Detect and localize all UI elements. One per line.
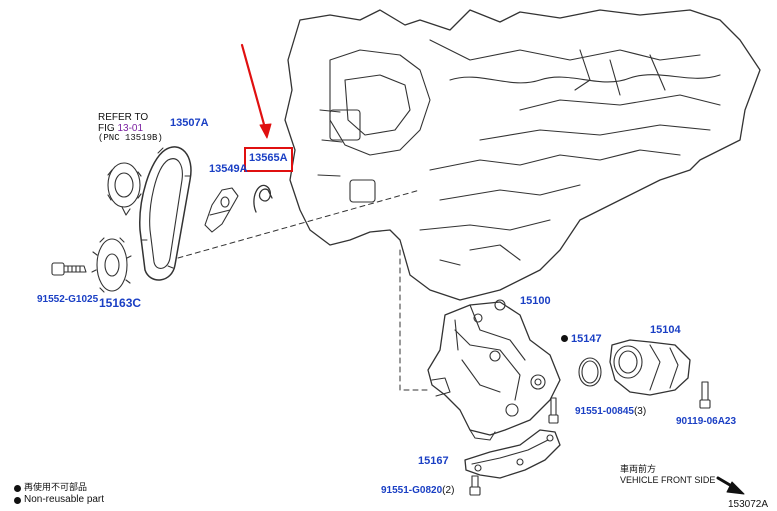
callout-13507A[interactable]: 13507A xyxy=(170,117,209,129)
bottom-bolt-drawing xyxy=(469,475,481,496)
callout-15147[interactable]: 15147 xyxy=(561,334,602,345)
callout-15147-text: 15147 xyxy=(571,333,602,345)
cover-drawing xyxy=(609,339,691,396)
vehicle-front-arrow xyxy=(716,476,745,495)
callout-91552-G1025[interactable]: 91552-G1025 xyxy=(37,294,99,305)
legend: 再使用不可部品 Non-reusable part xyxy=(14,483,104,507)
diagram-id: 153072A xyxy=(728,499,769,510)
callout-91551-G0820-text: 91551-G0820 xyxy=(381,485,443,496)
highlighted-spring-drawing xyxy=(253,184,273,213)
crank-sprocket-drawing xyxy=(91,237,132,293)
gasket-drawing xyxy=(578,357,602,387)
refer-note: REFER TO FIG 13-01 (PNC 13519B) xyxy=(98,112,163,144)
qty-91551-00845: (3) xyxy=(633,406,647,417)
oil-pump-drawing xyxy=(427,299,561,441)
callout-15104[interactable]: 15104 xyxy=(650,324,681,336)
cover-bolt-drawing xyxy=(699,381,711,409)
callout-13549A[interactable]: 13549A xyxy=(209,163,248,175)
callout-15163C[interactable]: 15163C xyxy=(99,296,142,310)
refer-fig-link[interactable]: 13-01 xyxy=(117,123,144,134)
leader-lines xyxy=(177,189,431,391)
legend-dot-icon xyxy=(14,485,21,493)
highlight-box xyxy=(244,147,293,172)
vehicle-front-chinese: 車両前方 xyxy=(620,465,657,475)
refer-note-pnc: (PNC 13519B) xyxy=(98,133,163,143)
refer-note-line1: REFER TO xyxy=(98,112,149,123)
highlight-arrow xyxy=(240,43,272,139)
callout-15167[interactable]: 15167 xyxy=(418,455,449,467)
left-bolt-drawing xyxy=(51,262,87,276)
callout-91551-G0820[interactable]: 91551-G0820(2) xyxy=(381,486,454,496)
non-reusable-dot xyxy=(561,335,568,342)
refer-sprocket-drawing xyxy=(107,162,142,216)
refer-note-prefix: FIG xyxy=(98,123,118,134)
callout-15100[interactable]: 15100 xyxy=(520,295,551,307)
callout-13565A[interactable]: 13565A xyxy=(249,152,288,164)
callout-91551-00845[interactable]: 91551-00845(3) xyxy=(575,407,646,417)
legend-dot-icon xyxy=(14,497,21,504)
vehicle-front-note: 車両前方 VEHICLE FRONT SIDE xyxy=(620,465,716,486)
legend-english: Non-reusable part xyxy=(24,494,105,506)
legend-row-chinese: 再使用不可部品 xyxy=(14,483,104,494)
strainer-drawing xyxy=(464,429,561,479)
callout-91551-00845-text: 91551-00845 xyxy=(575,406,634,417)
legend-chinese: 再使用不可部品 xyxy=(24,483,88,493)
tensioner-slipper-drawing xyxy=(204,187,239,233)
callout-90119-06A23[interactable]: 90119-06A23 xyxy=(676,416,737,427)
legend-row-english: Non-reusable part xyxy=(14,494,104,507)
refer-note-line2: FIG 13-01 xyxy=(98,123,163,134)
timing-chain-drawing xyxy=(139,146,192,281)
qty-91551-G0820: (2) xyxy=(442,485,455,496)
pump-bolt-drawing xyxy=(548,397,559,424)
engine-block-drawing xyxy=(284,9,761,301)
vehicle-front-english: VEHICLE FRONT SIDE xyxy=(620,474,716,485)
